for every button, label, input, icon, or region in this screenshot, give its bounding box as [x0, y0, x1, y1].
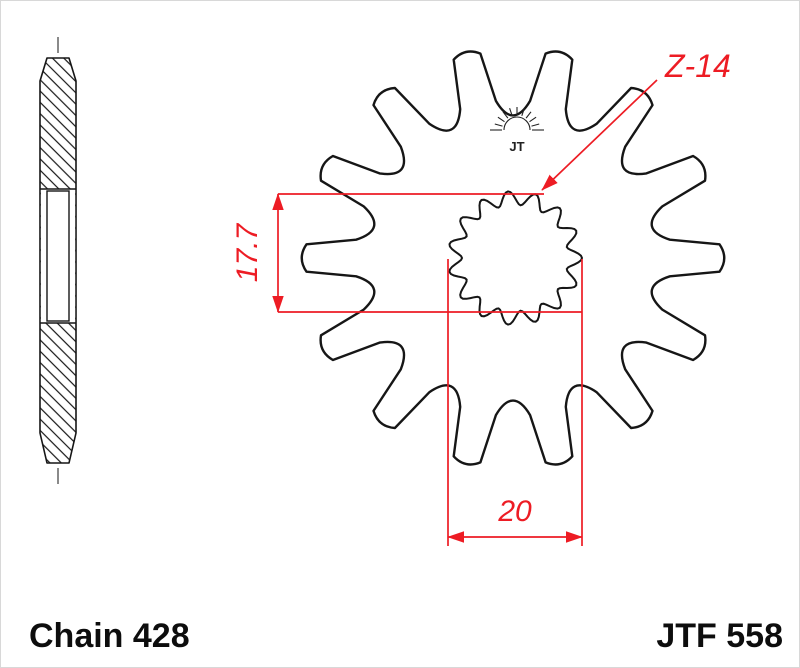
z14-leader-line: [541, 79, 658, 191]
spline-bore: [448, 190, 584, 326]
logo-sun-ray: [494, 123, 503, 127]
cross-section-view: [39, 37, 77, 484]
logo-sun-rays: [494, 107, 540, 127]
z14-label: Z-14: [664, 48, 731, 84]
jt-logo: JT: [490, 107, 544, 154]
gear-view: JT: [300, 50, 726, 466]
logo-sun-ray: [497, 116, 505, 123]
dimension-20: 20: [447, 259, 583, 546]
logo-sun-arc: [503, 116, 531, 131]
dimension-value-20: 20: [497, 495, 532, 528]
footer: Chain 428 JTF 558: [29, 617, 783, 655]
logo-sun-ray: [502, 111, 509, 119]
logo-sun-ray: [531, 123, 540, 127]
logo-sun-ray: [529, 116, 537, 123]
cross-section-bore: [46, 190, 70, 322]
logo-sun-ray: [521, 108, 525, 116]
z14-callout: Z-14: [541, 48, 731, 191]
chain-label: Chain 428: [29, 617, 190, 655]
logo-sun-ray: [525, 111, 532, 119]
dimension-17-7: 17.7: [231, 193, 582, 313]
logo-jt-text: JT: [509, 139, 524, 154]
logo-sun-ray: [509, 108, 513, 116]
part-number: JTF 558: [656, 617, 783, 655]
dimension-value-17-7: 17.7: [231, 222, 264, 282]
